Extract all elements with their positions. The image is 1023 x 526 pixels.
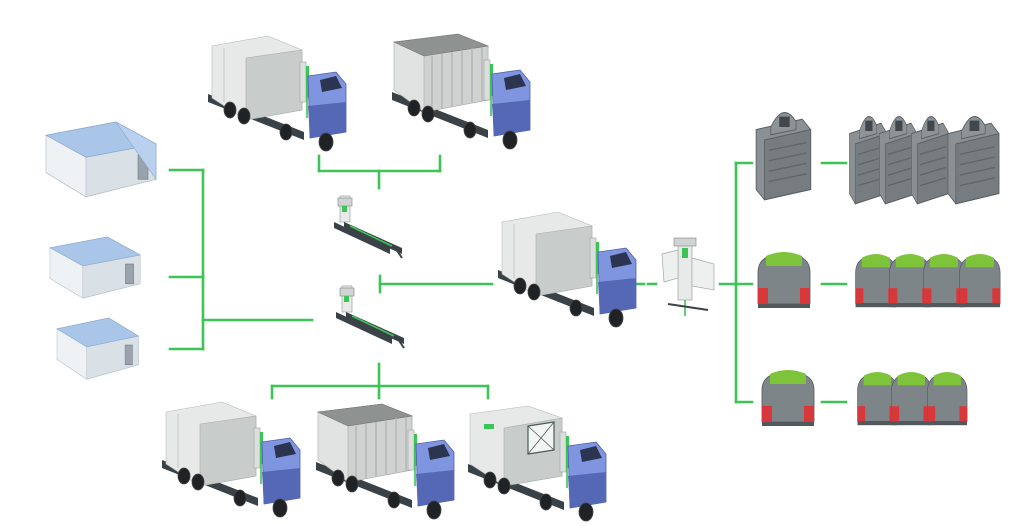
underground-container-icon — [947, 115, 1000, 205]
igloo-container-row-bottom — [857, 371, 968, 426]
underground-container-single — [755, 111, 812, 201]
igloo-container-row — [855, 253, 1001, 308]
igloo-container-icon — [959, 253, 1001, 308]
underground-container-row — [848, 115, 1000, 205]
hook-lift-icon — [335, 285, 405, 349]
refrigerated-container-small — [56, 317, 139, 380]
open-box-truck-bottom — [315, 403, 455, 520]
underground-container-icon — [755, 111, 812, 201]
igloo-container-icon — [891, 371, 932, 426]
underground-container-icon — [910, 115, 950, 205]
crane-lifter-icon — [661, 237, 715, 317]
refrigerated-container-medium — [49, 236, 141, 299]
hook-lift-icon — [333, 195, 403, 259]
hook-lift-lower — [335, 285, 405, 349]
rear-loader-truck-bottom — [161, 401, 301, 518]
refrigerated-container-icon — [49, 236, 141, 299]
refrigerated-container-icon — [56, 317, 139, 380]
hook-lift-upper — [333, 195, 403, 259]
igloo-container-icon — [757, 251, 811, 309]
rear-loader-truck-icon — [497, 211, 637, 328]
open-box-truck-icon — [391, 33, 531, 150]
rear-loader-truck-center — [497, 211, 637, 328]
igloo-container-single-bottom — [761, 369, 815, 427]
crane-lifter — [661, 237, 715, 317]
igloo-container-icon — [923, 253, 965, 308]
igloo-container-icon — [761, 369, 815, 427]
rear-loader-truck-top — [207, 35, 347, 152]
igloo-container-single — [757, 251, 811, 309]
service-truck-icon — [467, 405, 607, 522]
refrigerated-container-large — [45, 121, 157, 198]
igloo-container-icon — [927, 371, 968, 426]
rear-loader-truck-icon — [161, 401, 301, 518]
open-box-truck-icon — [315, 403, 455, 520]
open-box-truck-top — [391, 33, 531, 150]
refrigerated-container-icon — [45, 121, 157, 198]
igloo-container-icon — [857, 371, 898, 426]
connector-lines — [168, 154, 848, 404]
service-truck-bottom — [467, 405, 607, 522]
rear-loader-truck-icon — [207, 35, 347, 152]
